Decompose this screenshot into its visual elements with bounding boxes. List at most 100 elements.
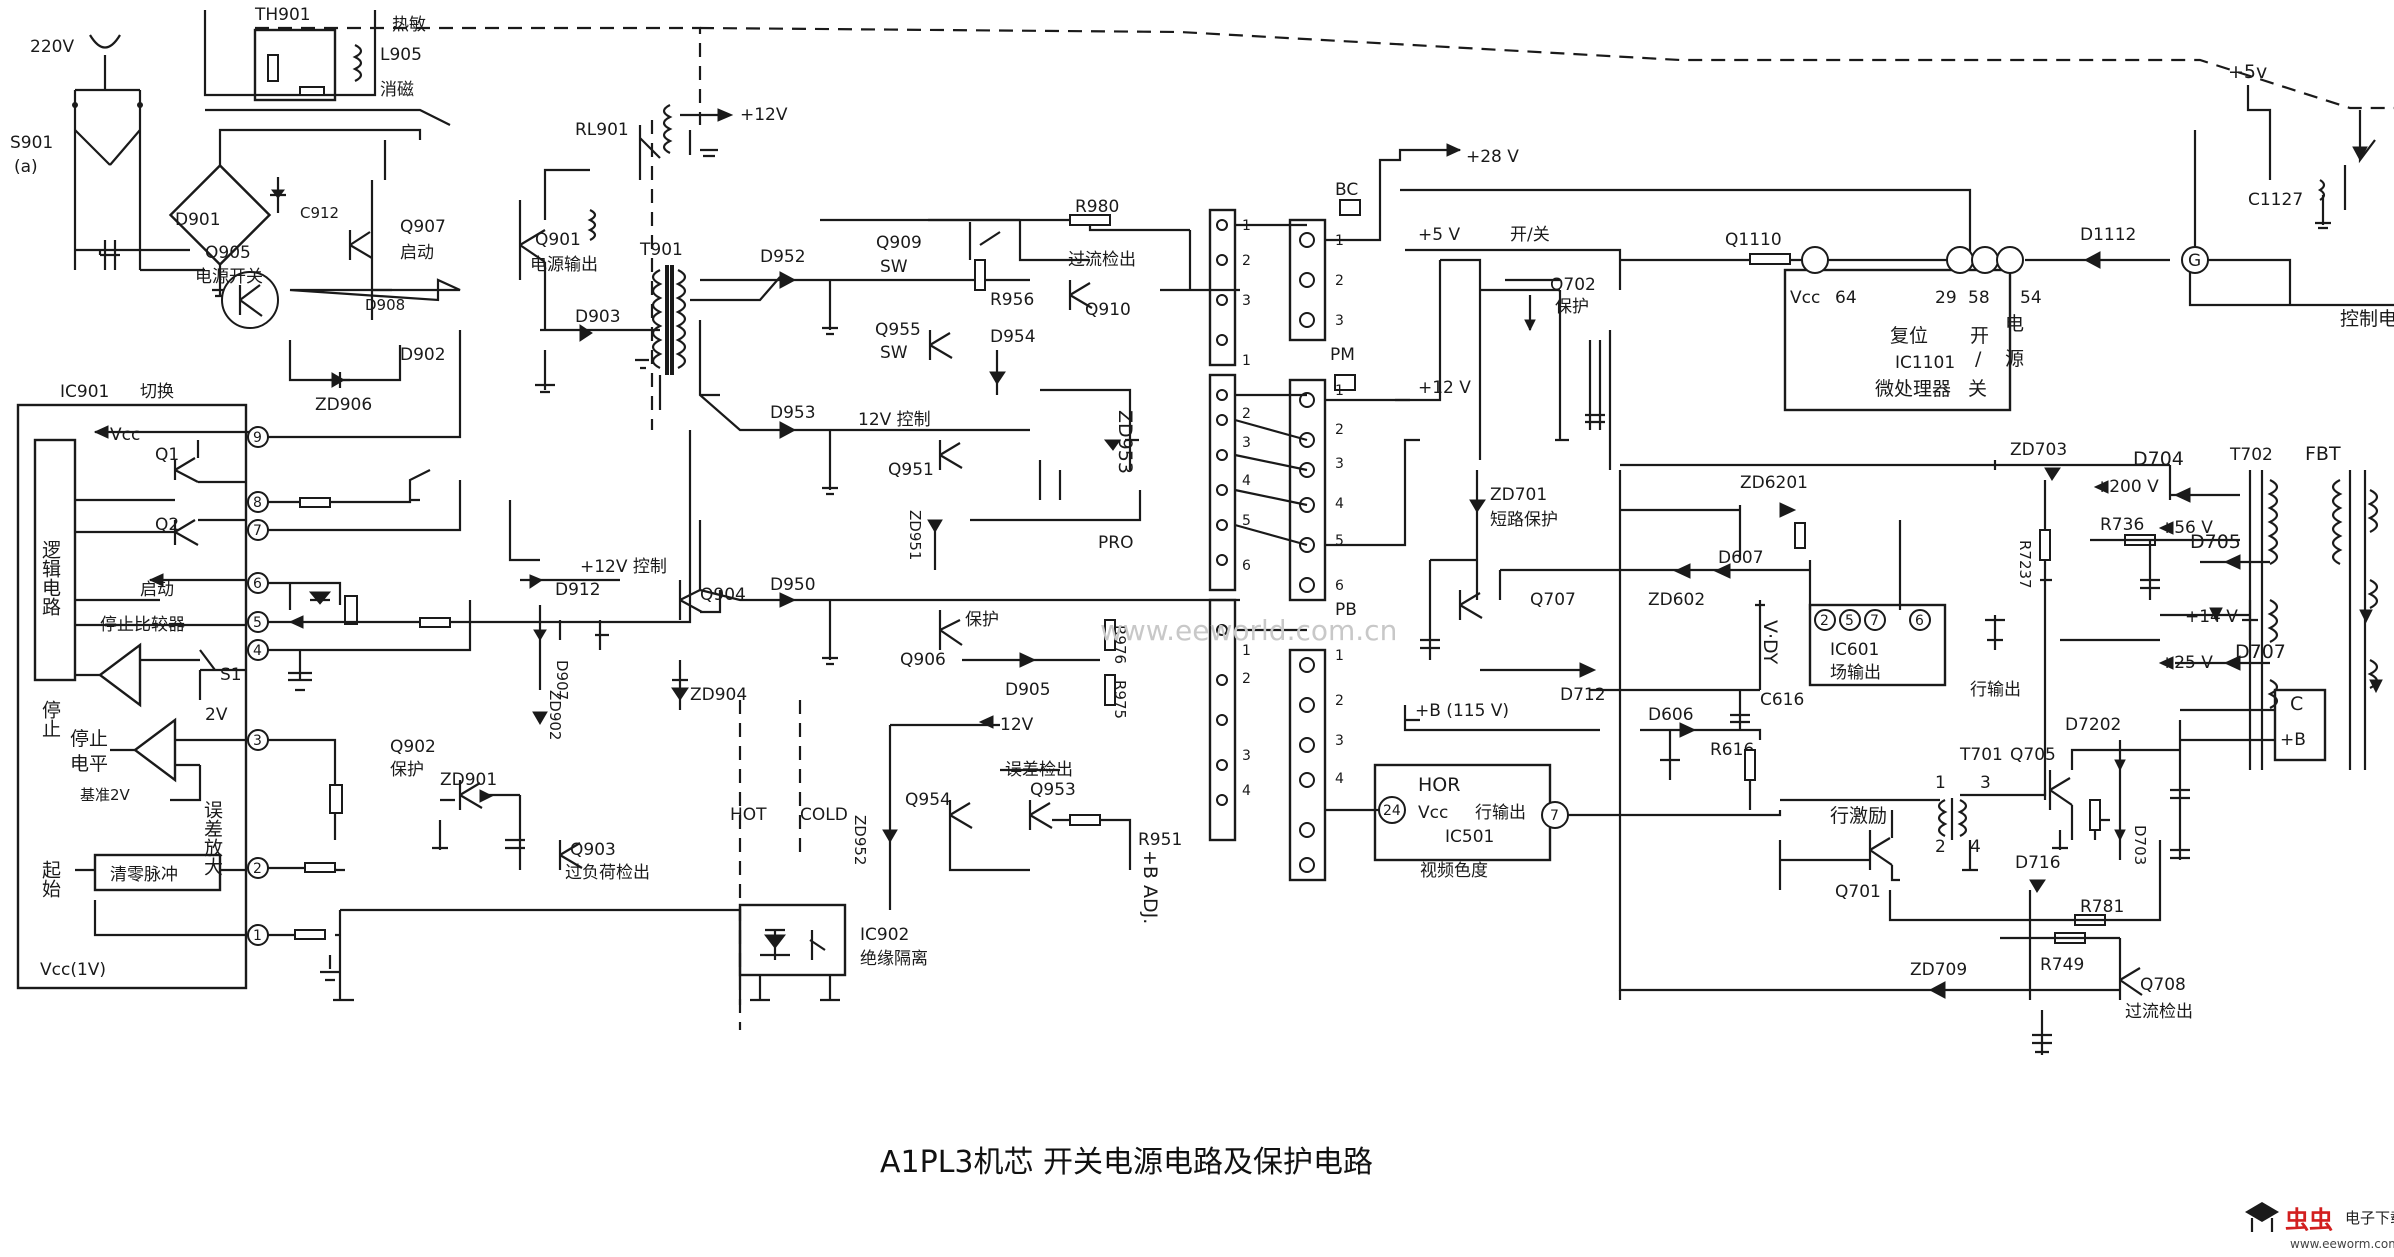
q1-label: Q1 bbox=[155, 445, 179, 465]
watermark: www.eeworld.com.cn bbox=[1100, 614, 1397, 647]
conn-r-3: 3 bbox=[1335, 313, 1344, 329]
sw-label: SW bbox=[880, 257, 908, 277]
standby-5v-section: +5v C1127 控制电 bbox=[2188, 61, 2394, 330]
ic601-pin-2: 2 bbox=[1820, 613, 1829, 629]
stop-level-label-2: 电平 bbox=[70, 753, 108, 775]
q955-label: Q955 bbox=[875, 320, 921, 340]
d704-label: D704 bbox=[2133, 448, 2184, 470]
n2-t701: 2 bbox=[1935, 837, 1946, 857]
err-detect-label: 误差检出 bbox=[1005, 760, 1073, 780]
secondary-protection-left: +12V 控制 D912 Q904 D907 ZD902 ZD904 Q902 … bbox=[390, 500, 747, 883]
switch-label: S901 bbox=[10, 133, 53, 153]
start-ic-label: 起始 bbox=[39, 860, 61, 898]
logic-label: 逻辑电路 bbox=[39, 540, 61, 616]
q707-label: Q707 bbox=[1530, 590, 1576, 610]
r736-label: R736 bbox=[2100, 515, 2144, 535]
zero-pulse-label: 清零脉冲 bbox=[110, 865, 178, 885]
degauss-coil-label: L905 bbox=[380, 45, 422, 65]
pin-7: 7 bbox=[253, 523, 262, 539]
primary-switching-section: D901 C912 Q905 电源开关 Q907 启动 D908 D902 ZD… bbox=[175, 140, 781, 415]
conn-pb-4: 4 bbox=[1242, 783, 1251, 799]
zd902-label: ZD902 bbox=[546, 690, 564, 740]
power5-label: 关 bbox=[1968, 378, 1987, 400]
pm-label: PM bbox=[1330, 345, 1355, 365]
conn-r-2: 2 bbox=[1335, 273, 1344, 289]
power4-label: 源 bbox=[2005, 348, 2024, 370]
hdrive-label: 行激励 bbox=[1830, 805, 1887, 827]
plus-b-label: +B bbox=[2280, 730, 2306, 750]
zd953-label: ZD953 bbox=[1114, 410, 1136, 474]
power2-label: 电 bbox=[2005, 313, 2024, 335]
sw2-label: SW bbox=[880, 343, 908, 363]
ic901-desc: 切换 bbox=[140, 382, 174, 402]
conn-pm-5: 5 bbox=[1242, 513, 1251, 529]
v14-label: +14 V bbox=[2185, 607, 2238, 627]
n3-t701: 3 bbox=[1980, 773, 1991, 793]
v12r-label: +12 V bbox=[1418, 378, 1471, 398]
zd703-label: ZD703 bbox=[2010, 440, 2067, 460]
b115-label: +B (115 V) bbox=[1415, 701, 1509, 721]
v2-label: 2V bbox=[205, 705, 228, 725]
conn-r-pm-2: 2 bbox=[1335, 422, 1344, 438]
pin-4: 4 bbox=[253, 643, 262, 659]
short-label: 短路保护 bbox=[1490, 510, 1558, 530]
ic902-label: IC902 bbox=[860, 925, 909, 945]
mcu-section: +5 V 开/关 Q1110 Vcc 64 29 58 54 复位 开 电 IC… bbox=[1400, 130, 2292, 412]
r975-label: R975 bbox=[1111, 680, 1129, 719]
video-label: 视频色度 bbox=[1420, 861, 1488, 881]
vertical-protection-section: Q702 保护 +12 V ZD701 短路保护 Q707 D712 ZD620… bbox=[1325, 258, 2170, 810]
pin-5: 5 bbox=[253, 615, 262, 631]
zd6201-label: ZD6201 bbox=[1740, 473, 1808, 493]
hout-label: 行输出 bbox=[1475, 803, 1526, 823]
pin-8: 8 bbox=[253, 495, 262, 511]
d905-label: D905 bbox=[1005, 680, 1051, 700]
logo-name: 电子下载站 bbox=[2345, 1209, 2394, 1227]
d902-label: D902 bbox=[400, 345, 446, 365]
q705-label: Q705 bbox=[2010, 745, 2056, 765]
q702-desc: 保护 bbox=[1555, 297, 1589, 317]
c912-label: C912 bbox=[300, 204, 339, 222]
start-label: 启动 bbox=[140, 580, 174, 600]
zd906-label: ZD906 bbox=[315, 395, 372, 415]
zd901-label: ZD901 bbox=[440, 770, 497, 790]
v12ctrl-label: +12V 控制 bbox=[580, 557, 667, 577]
v12ctrl2-label: 12V 控制 bbox=[858, 410, 931, 430]
q907-label: Q907 bbox=[400, 217, 446, 237]
conn-r-pb-4: 4 bbox=[1335, 771, 1344, 787]
pin-6: 6 bbox=[253, 576, 262, 592]
ic901-external-wiring bbox=[268, 330, 742, 1005]
conn-pb-1: 1 bbox=[1242, 643, 1251, 659]
d7202-label: D7202 bbox=[2065, 715, 2121, 735]
ic501-section: HOR Vcc 行输出 IC501 视频色度 24 7 bbox=[1325, 763, 1782, 881]
q906-desc: 保护 bbox=[965, 610, 999, 630]
v200-label: +200 V bbox=[2095, 477, 2159, 497]
ic601-pin-5: 5 bbox=[1845, 613, 1854, 629]
d903-label: D903 bbox=[575, 307, 621, 327]
pro-label: PRO bbox=[1098, 533, 1133, 553]
connectors: BC PM PB 1 2 3 1 2 3 4 5 6 1 2 3 4 1 2 3… bbox=[1208, 143, 1519, 882]
v12-label: 12V bbox=[1000, 715, 1034, 735]
power3-label: / bbox=[1975, 348, 1982, 370]
d716-label: D716 bbox=[2015, 853, 2061, 873]
ic1101-pin-29: 29 bbox=[1935, 288, 1957, 308]
d912-label: D912 bbox=[555, 580, 601, 600]
q901-label: Q901 bbox=[535, 230, 581, 250]
n4-t701: 4 bbox=[1970, 837, 1981, 857]
ic601-pin-6: 6 bbox=[1915, 613, 1924, 629]
r749-label: R749 bbox=[2040, 955, 2084, 975]
conn-r-pb-3: 3 bbox=[1335, 733, 1344, 749]
pin-2: 2 bbox=[253, 861, 262, 877]
c616-label: C616 bbox=[1760, 690, 1804, 710]
horizontal-output-section: ZD703 D704 T702 FBT +200 V R736 +56 V R7… bbox=[1618, 440, 2383, 1055]
q903-desc: 过负荷检出 bbox=[565, 863, 650, 883]
zd951-label: ZD951 bbox=[906, 510, 924, 560]
svg-text:(a): (a) bbox=[14, 157, 38, 177]
v5-label: +5 V bbox=[1418, 225, 1460, 245]
q909-label: Q909 bbox=[876, 233, 922, 253]
q902-label: Q902 bbox=[390, 737, 436, 757]
power-label: 开 bbox=[1970, 325, 1989, 347]
d606-label: D606 bbox=[1648, 705, 1694, 725]
q2-label: Q2 bbox=[155, 515, 179, 535]
q906-label: Q906 bbox=[900, 650, 946, 670]
ic501-label: IC501 bbox=[1445, 827, 1494, 847]
